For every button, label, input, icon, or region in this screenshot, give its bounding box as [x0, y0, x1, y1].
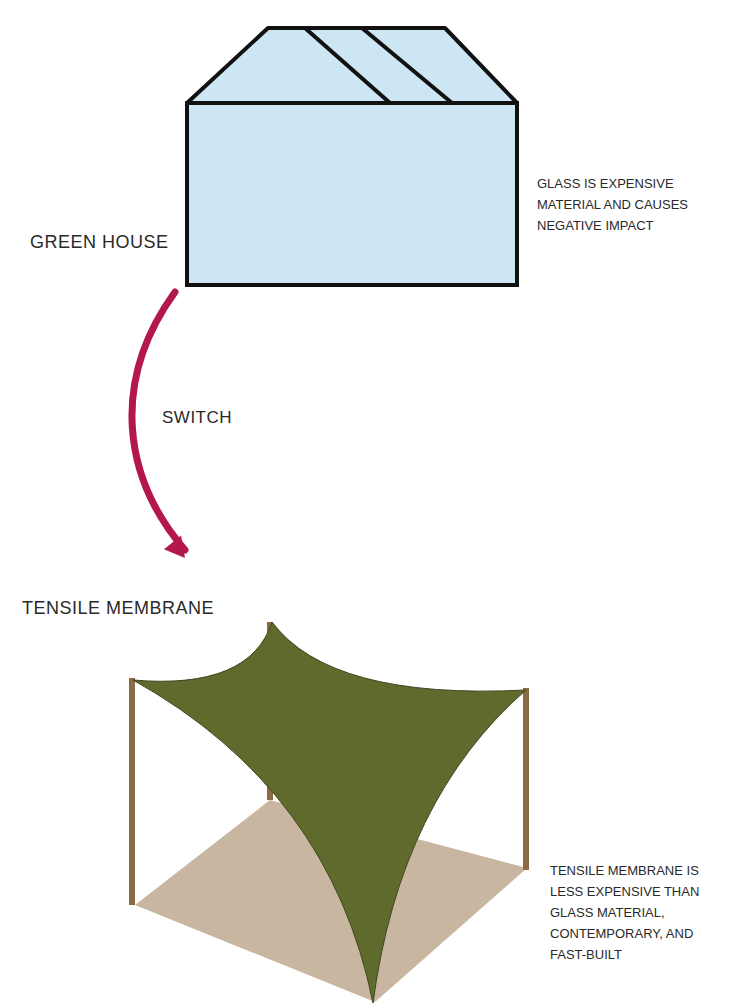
note-text: TENSILE MEMBRANE IS LESS EXPENSIVE THAN … — [550, 860, 722, 965]
figure-group: TENSILE MEMBRANE TENSILE MEMBRANE IS LESS… — [15, 558, 720, 1005]
arrow-label: SWITCH — [160, 408, 234, 428]
node-heading: TENSILE MEMBRANE — [22, 598, 214, 619]
node-heading: GREEN HOUSE — [30, 232, 169, 253]
note-text: GLASS IS EXPENSIVE MATERIAL AND CAUSES N… — [537, 173, 717, 236]
figure-group: GREEN HOUSE GLASS IS EXPENSIVE MATERIAL A… — [20, 20, 715, 292]
greenhouse-drawing — [187, 28, 517, 285]
tensile-structure-drawing — [132, 622, 527, 1003]
